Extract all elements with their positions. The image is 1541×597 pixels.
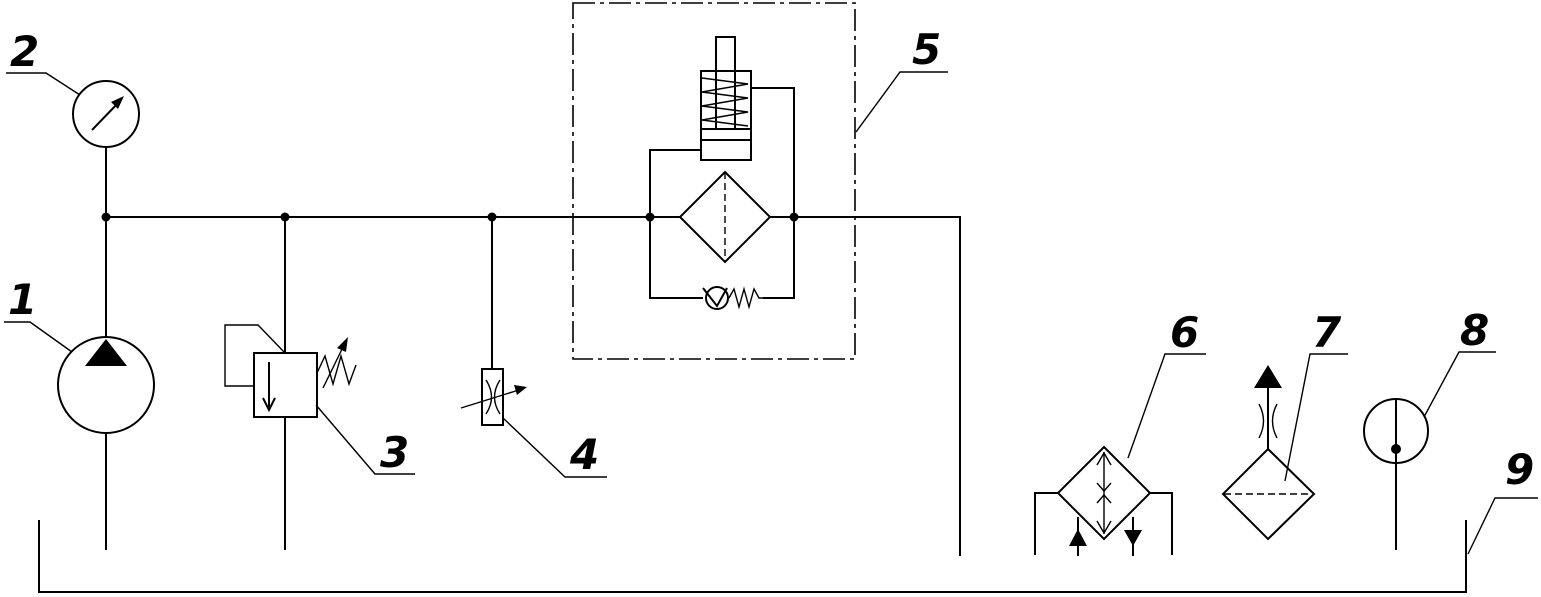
leader-line-9 — [1467, 497, 1538, 555]
pump — [57, 217, 155, 550]
leader-line-2 — [6, 72, 81, 96]
filter-unit — [572, 2, 948, 360]
tank-outline — [38, 520, 1467, 593]
level-indicator — [1363, 351, 1496, 550]
label-8: 8 — [1460, 306, 1489, 355]
label-7: 7 — [1312, 308, 1342, 357]
label-5: 5 — [912, 25, 941, 74]
label-1: 1 — [8, 275, 37, 324]
label-9: 9 — [1505, 445, 1534, 494]
label-2: 2 — [10, 27, 39, 76]
leader-line-4 — [502, 417, 607, 478]
heat-exchanger — [1034, 353, 1206, 556]
adjustable-throttle — [460, 217, 527, 426]
label-3: 3 — [380, 428, 409, 477]
relief-valve — [224, 217, 357, 550]
leader-line-1 — [4, 321, 73, 353]
label-4: 4 — [569, 430, 599, 479]
label-6: 6 — [1170, 308, 1199, 357]
return-line — [794, 216, 961, 556]
pressure-gauge — [72, 80, 140, 217]
leader-line-3 — [315, 404, 415, 475]
air-breather — [1221, 353, 1348, 541]
